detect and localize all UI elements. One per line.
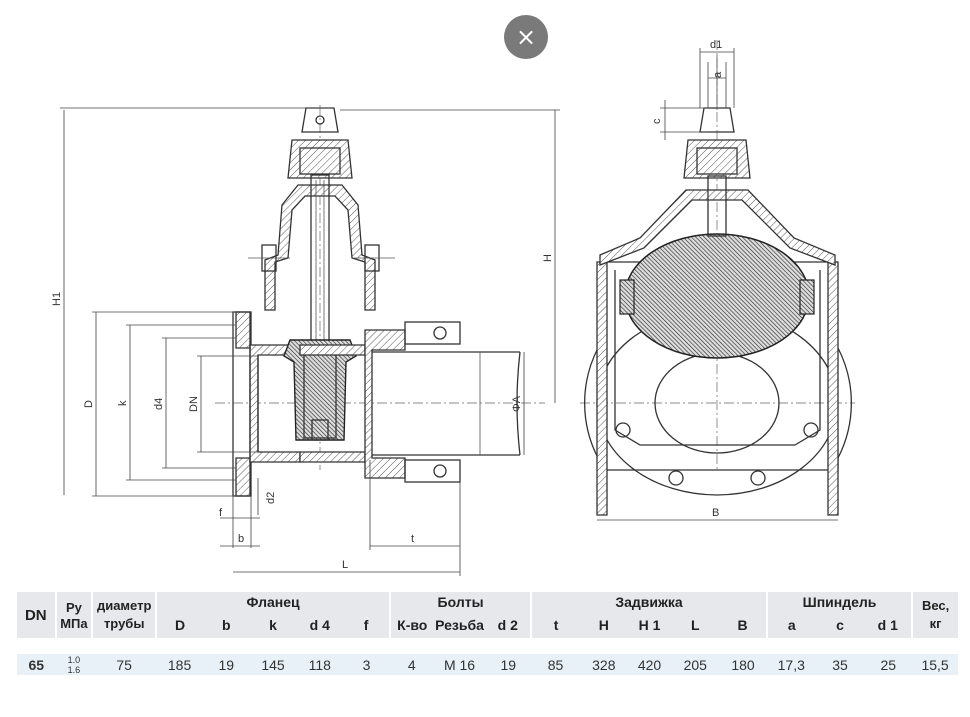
subheader-t: t <box>530 612 580 638</box>
cell-D: 185 <box>156 654 203 675</box>
cell-t: 85 <box>531 654 580 675</box>
table-subheader-row: D b k d 4 f К-во Резьба d 2 t H H 1 L B … <box>17 612 958 638</box>
cell-H1: 420 <box>627 654 672 675</box>
cell-dn: 65 <box>17 654 56 675</box>
header-pipe-diameter: диаметр трубы <box>91 592 157 638</box>
cell-H: 328 <box>579 654 628 675</box>
cell-B: 180 <box>719 654 767 675</box>
subheader-H1: H 1 <box>638 617 661 633</box>
cell-py: 1.0 1.6 <box>55 654 93 675</box>
header-bolts: Болты <box>388 592 532 612</box>
subheader-B: B <box>737 617 748 633</box>
label-D: D <box>83 400 95 408</box>
label-d2: d2 <box>265 492 277 504</box>
label-H: H <box>542 254 554 262</box>
label-d1: d1 <box>710 39 722 51</box>
subheader-f: f <box>363 617 369 633</box>
label-DN: DN <box>188 396 200 412</box>
label-f: f <box>219 507 223 519</box>
label-a: a <box>712 71 724 78</box>
cell-pipe: 75 <box>92 654 157 675</box>
label-H1: H1 <box>51 292 63 306</box>
cell-b: 19 <box>202 654 250 675</box>
cell-L: 205 <box>671 654 720 675</box>
cell-d1: 25 <box>864 654 913 675</box>
valve-technical-drawing: H1 D k d4 DN d2 f b L t H ΦA <box>51 39 855 576</box>
header-valve: Задвижка <box>530 592 767 612</box>
label-B: B <box>712 507 719 519</box>
close-button[interactable]: × <box>504 15 548 59</box>
header-dn: DN <box>24 606 47 624</box>
header-spindle: Шпиндель <box>765 592 913 612</box>
subheader-d1: d 1 <box>877 617 898 633</box>
table-group-header-row: DN Pу МПа диаметр трубы Фланец Болты Зад… <box>17 592 958 638</box>
subheader-L: L <box>690 617 700 633</box>
subheader-H: H <box>598 617 609 633</box>
label-t: t <box>411 533 414 545</box>
front-section-view: H1 D k d4 DN d2 f b L t H ΦA <box>51 105 560 576</box>
cell-weight: 15,5 <box>912 654 958 675</box>
header-flange: Фланец <box>155 592 390 612</box>
cell-d2: 19 <box>485 654 532 675</box>
label-L: L <box>342 559 348 571</box>
subheader-k: k <box>269 617 277 633</box>
subheader-d2: d 2 <box>497 617 518 633</box>
label-phiA: ΦA <box>511 395 523 412</box>
label-d4: d4 <box>153 398 165 410</box>
label-b: b <box>238 533 244 545</box>
subheader-D: D <box>155 612 203 638</box>
subheader-c: c <box>836 617 844 633</box>
cell-f: 3 <box>343 654 390 675</box>
cell-c: 35 <box>815 654 865 675</box>
header-weight: Вес, кг <box>911 592 958 638</box>
cell-k: 145 <box>249 654 297 675</box>
subheader-count: К-во <box>388 612 434 638</box>
specifications-table: DN Pу МПа диаметр трубы Фланец Болты Зад… <box>17 592 958 675</box>
label-k: k <box>117 400 129 406</box>
table-row: 65 1.0 1.6 75 185 19 145 118 3 4 М 16 19… <box>17 654 958 675</box>
cell-thread: М 16 <box>433 654 486 675</box>
close-icon: × <box>515 23 537 51</box>
cell-a: 17,3 <box>766 654 816 675</box>
subheader-thread: Резьба <box>435 617 484 633</box>
header-py: Pу МПа <box>54 592 93 638</box>
side-view: d1 a c B <box>580 39 855 521</box>
label-c: c <box>651 118 663 124</box>
subheader-a: a <box>765 612 816 638</box>
subheader-b: b <box>222 617 231 633</box>
cell-d4: 118 <box>296 654 344 675</box>
subheader-d4: d 4 <box>309 617 330 633</box>
cell-count: 4 <box>389 654 434 675</box>
